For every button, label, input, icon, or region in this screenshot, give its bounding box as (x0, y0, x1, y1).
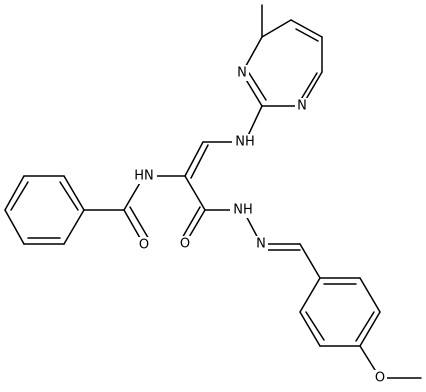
atom-o-benzamide-label: O (139, 238, 149, 253)
atom-nh-upper: NH (232, 134, 258, 150)
bond-pyrimidine-n3-c4-inner (248, 72, 267, 101)
bond-pyrimidine-c6-c5-inner (295, 28, 319, 42)
bond-aryl-3-inner (355, 311, 375, 342)
bond-phenyl-1-inner (59, 181, 79, 211)
atom-hn-benzamide-label: HN (134, 169, 154, 184)
atom-o-benzamide: O (137, 237, 151, 253)
bond-pyrimidine-c4-c5 (261, 19, 292, 38)
atom-o-hydrazide: O (178, 236, 192, 252)
atom-n-ring-upper: N (235, 65, 249, 81)
bond-phenyl-4 (4, 209, 25, 245)
bond-co-hydrazide-b (180, 206, 201, 241)
atom-n-ring-lower-label: N (297, 99, 307, 114)
atom-o-methoxy: O (373, 370, 387, 386)
atom-n-ring-lower: N (295, 98, 309, 114)
atom-nh-hydrazide: NH (230, 202, 256, 218)
bond-phenyl-1 (63, 175, 85, 211)
atom-n-hydrazone: N (254, 236, 268, 252)
atom-labels: N N NH HN O O NH N (131, 65, 387, 386)
bond-phenyl-6 (63, 209, 85, 245)
atom-o-methoxy-label: O (375, 371, 385, 386)
bond-aryl-3 (359, 311, 381, 347)
bond-vinyl-double-a (184, 141, 204, 177)
atom-n-ring-upper-label: N (237, 66, 247, 81)
bond-phenyl-3-inner (10, 181, 29, 211)
bond-lines (4, 4, 422, 379)
bond-alpha-carbonyl (184, 175, 206, 211)
bond-ch-aryl (299, 243, 321, 279)
bond-aryl-5-inner (305, 311, 325, 341)
bond-co-benzamide-b (129, 206, 151, 242)
atom-nh-hydrazide-label: NH (233, 203, 253, 218)
bond-pyrimidine-c5-c6 (290, 19, 323, 38)
atom-n-hydrazone-label: N (256, 237, 266, 252)
bond-vinyl-double-b (190, 144, 209, 179)
bond-aryl-5 (299, 311, 321, 347)
atom-o-hydrazide-label: O (180, 237, 190, 252)
atom-hn-benzamide: HN (131, 168, 157, 184)
atom-nh-upper-label: NH (235, 135, 255, 150)
bond-phenyl-3 (4, 175, 25, 211)
bond-pyrimidine-n1-c2-inner (299, 72, 318, 102)
bond-aryl-6 (299, 277, 321, 313)
bond-aryl-2 (359, 277, 381, 313)
